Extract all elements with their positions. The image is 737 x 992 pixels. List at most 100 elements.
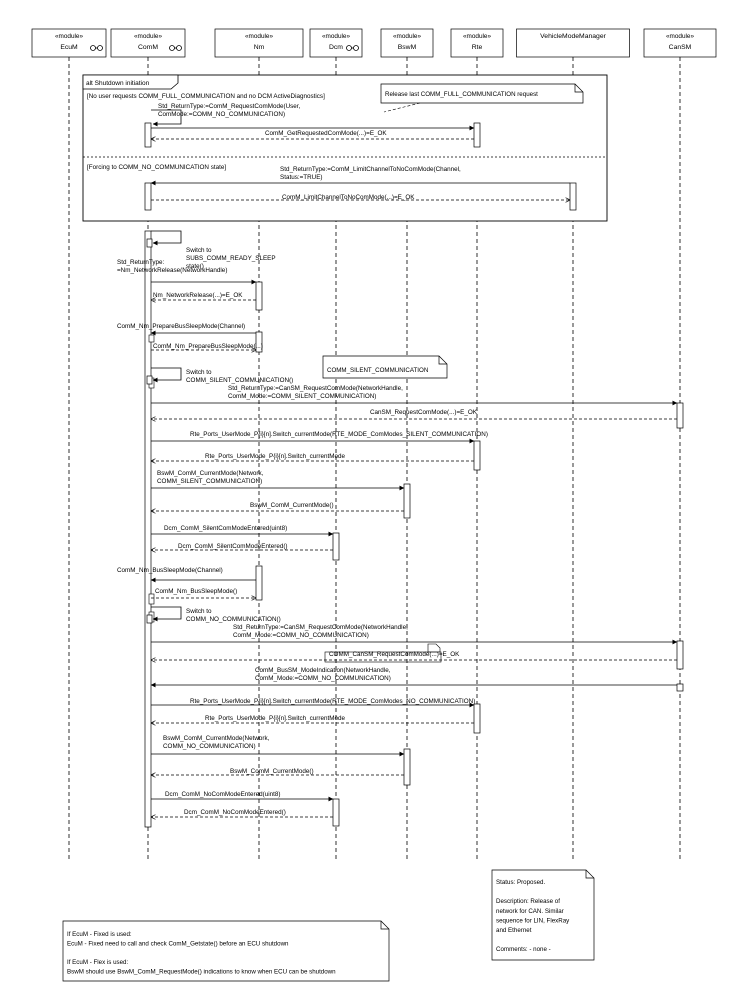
message-label: Switch to bbox=[186, 247, 212, 254]
alt-guard-2: [Forcing to COMM_NO_COMMUNICATION state] bbox=[87, 164, 226, 171]
message-label: ComM_Mode:=COMM_SILENT_COMMUNICATION) bbox=[228, 393, 376, 400]
activation-vmm bbox=[569, 182, 577, 211]
participant-nm: «module» Nm bbox=[214, 28, 304, 58]
component-icon bbox=[169, 45, 182, 51]
note-line: and Ethernet bbox=[496, 927, 532, 934]
message-label: Dcm_ComM_NoComModeEntered(uint8) bbox=[165, 791, 280, 798]
participant-name: Dcm bbox=[329, 44, 343, 51]
message-label: ComMode:=COMM_NO_COMMUNICATION) bbox=[158, 111, 285, 118]
activation-rte bbox=[473, 440, 481, 471]
component-icon bbox=[346, 45, 359, 51]
message-label: state() bbox=[186, 263, 204, 270]
message-label: BswM_ComM_CurrentMode(Network, bbox=[163, 735, 270, 742]
alt-fragment: alt Shutdown initiation[No user requests… bbox=[82, 74, 608, 222]
participant-rte: «module»Rte bbox=[450, 28, 504, 58]
note-anchor-line bbox=[383, 102, 421, 113]
message-20: ComM_Nm_BusSleepMode() bbox=[151, 588, 256, 598]
message-label: COMM_SILENT_COMMUNICATION) bbox=[157, 478, 262, 485]
participant-stereotype: «module» bbox=[245, 33, 274, 40]
message-label: ComM_Nm_PrepareBusSleepMode(Channel) bbox=[117, 323, 245, 330]
activation-comm-nested bbox=[148, 593, 155, 605]
message-0: Std_ReturnType:=ComM_RequestComMode(User… bbox=[151, 103, 301, 127]
activation-comm-self bbox=[146, 375, 153, 385]
message-17: Dcm_ComM_SilentComModeEntered(uint8) bbox=[151, 525, 334, 537]
message-arrow bbox=[151, 606, 182, 622]
message-label: ComM_Mode:=COMM_NO_COMMUNICATION) bbox=[233, 632, 369, 639]
message-label: BswM_ComM_CurrentMode(Network, bbox=[157, 470, 264, 477]
message-label: COMM_SILENT_COMMUNICATION() bbox=[186, 377, 293, 384]
note-box bbox=[322, 355, 448, 379]
note-line: BswM should use BswM_ComM_RequestMode() … bbox=[67, 969, 336, 976]
message-label: Std_ReturnType:=ComM_LimitChannelToNoCom… bbox=[280, 166, 461, 173]
participant-cansm: «module» CanSM bbox=[643, 28, 717, 58]
participant-dcm: «module»Dcm bbox=[309, 28, 363, 58]
participant-comm: «module» ComM bbox=[110, 28, 186, 58]
note-line: sequence for LIN, FlexRay bbox=[496, 917, 570, 924]
message-label: Rte_Ports_UserMode_P{i}[n].Switch_curren… bbox=[205, 453, 345, 460]
note-release-last: Release last COMM_FULL_COMMUNICATION req… bbox=[380, 83, 584, 104]
note-line: Description: Release of bbox=[496, 898, 560, 905]
message-label: Std_ReturnType:=CanSM_RequestComMode(Net… bbox=[228, 385, 403, 392]
participant-name: CanSM bbox=[669, 44, 692, 51]
note-line: COMM_SILENT_COMMUNICATION bbox=[327, 367, 428, 374]
participant-bswm: «module»BswM bbox=[380, 28, 434, 58]
participant-stereotype: «module» bbox=[666, 33, 695, 40]
message-22: Std_ReturnType:=CanSM_RequestComMode(Net… bbox=[151, 624, 678, 645]
message-25: Rte_Ports_UserMode_P{i}[n].Switch_curren… bbox=[151, 698, 475, 708]
participant-name: VehicleModeManager bbox=[540, 33, 606, 40]
participant-name: Rte bbox=[472, 44, 483, 51]
participant-ecum: «module»EcuM bbox=[31, 28, 107, 58]
component-icon bbox=[90, 45, 103, 51]
alt-frame-title: alt Shutdown initiation bbox=[86, 80, 150, 87]
activation-dcm bbox=[332, 532, 340, 561]
participant-name: ComM bbox=[138, 44, 158, 51]
participant-name: BswM bbox=[398, 44, 417, 51]
message-4: ComM_LimitChannelToNoComMode(...)=E_OK bbox=[151, 194, 570, 201]
participant-box bbox=[110, 28, 186, 58]
participant-box bbox=[450, 28, 504, 58]
message-6: Std_ReturnType:=Nm_NetworkRelease(Networ… bbox=[117, 259, 257, 285]
message-2: ComM_GetRequestedComMode(...)=E_OK bbox=[151, 130, 474, 139]
message-15: BswM_ComM_CurrentMode(Network,COMM_SILEN… bbox=[151, 470, 405, 491]
activation-nm bbox=[255, 281, 263, 311]
message-label: ComM_Nm_BusSleepMode(Channel) bbox=[117, 567, 223, 574]
participant-name: EcuM bbox=[60, 44, 78, 51]
message-29: Dcm_ComM_NoComModeEntered(uint8) bbox=[151, 791, 334, 802]
note-box bbox=[380, 83, 584, 104]
message-7: Nm_NetworkRelease(...)=E_OK bbox=[151, 292, 256, 300]
message-label: Rte_Ports_UserMode_P{i}[n].Switch_curren… bbox=[190, 431, 488, 438]
participant-box bbox=[380, 28, 434, 58]
activation-comm bbox=[144, 182, 152, 211]
participant-box bbox=[309, 28, 363, 58]
message-label: ComM_BusSM_ModeIndication(NetworkHandle, bbox=[255, 667, 391, 674]
activation-comm-self bbox=[146, 614, 153, 624]
message-label: Switch to bbox=[186, 608, 212, 615]
participant-box bbox=[643, 28, 717, 58]
note-line: If EcuM - Fixed is used: bbox=[67, 931, 132, 938]
message-label: ComM_Nm_PrepareBusSleepMode(...) bbox=[153, 343, 263, 350]
note-box bbox=[62, 920, 390, 982]
activation-bswm bbox=[403, 483, 411, 519]
message-14: Rte_Ports_UserMode_P{i}[n].Switch_curren… bbox=[151, 453, 474, 461]
note-line: Status: Proposed. bbox=[496, 879, 545, 886]
participant-stereotype: «module» bbox=[134, 33, 163, 40]
message-label: Rte_Ports_UserMode_P{i}[n].Switch_curren… bbox=[190, 698, 475, 705]
message-arrow bbox=[151, 109, 182, 127]
participant-box bbox=[31, 28, 107, 58]
activation-nm bbox=[255, 565, 263, 601]
message-8: ComM_Nm_PrepareBusSleepMode(Channel) bbox=[117, 323, 256, 336]
message-30: Dcm_ComM_NoComModeEntered() bbox=[151, 809, 333, 817]
message-label: ComM_Nm_BusSleepMode() bbox=[155, 588, 237, 595]
activation-rte bbox=[473, 122, 481, 148]
message-label: ComM_LimitChannelToNoComMode(...)=E_OK bbox=[282, 194, 415, 201]
message-label: Nm_NetworkRelease(...)=E_OK bbox=[153, 292, 243, 299]
activation-comm bbox=[144, 122, 152, 148]
message-label: Switch to bbox=[186, 369, 212, 376]
activation-comm-nested bbox=[148, 334, 155, 343]
message-label: Dcm_ComM_SilentComModeEntered() bbox=[178, 543, 288, 550]
participant-name: Nm bbox=[254, 44, 265, 51]
participant-box bbox=[214, 28, 304, 58]
activation-dcm bbox=[332, 798, 340, 827]
